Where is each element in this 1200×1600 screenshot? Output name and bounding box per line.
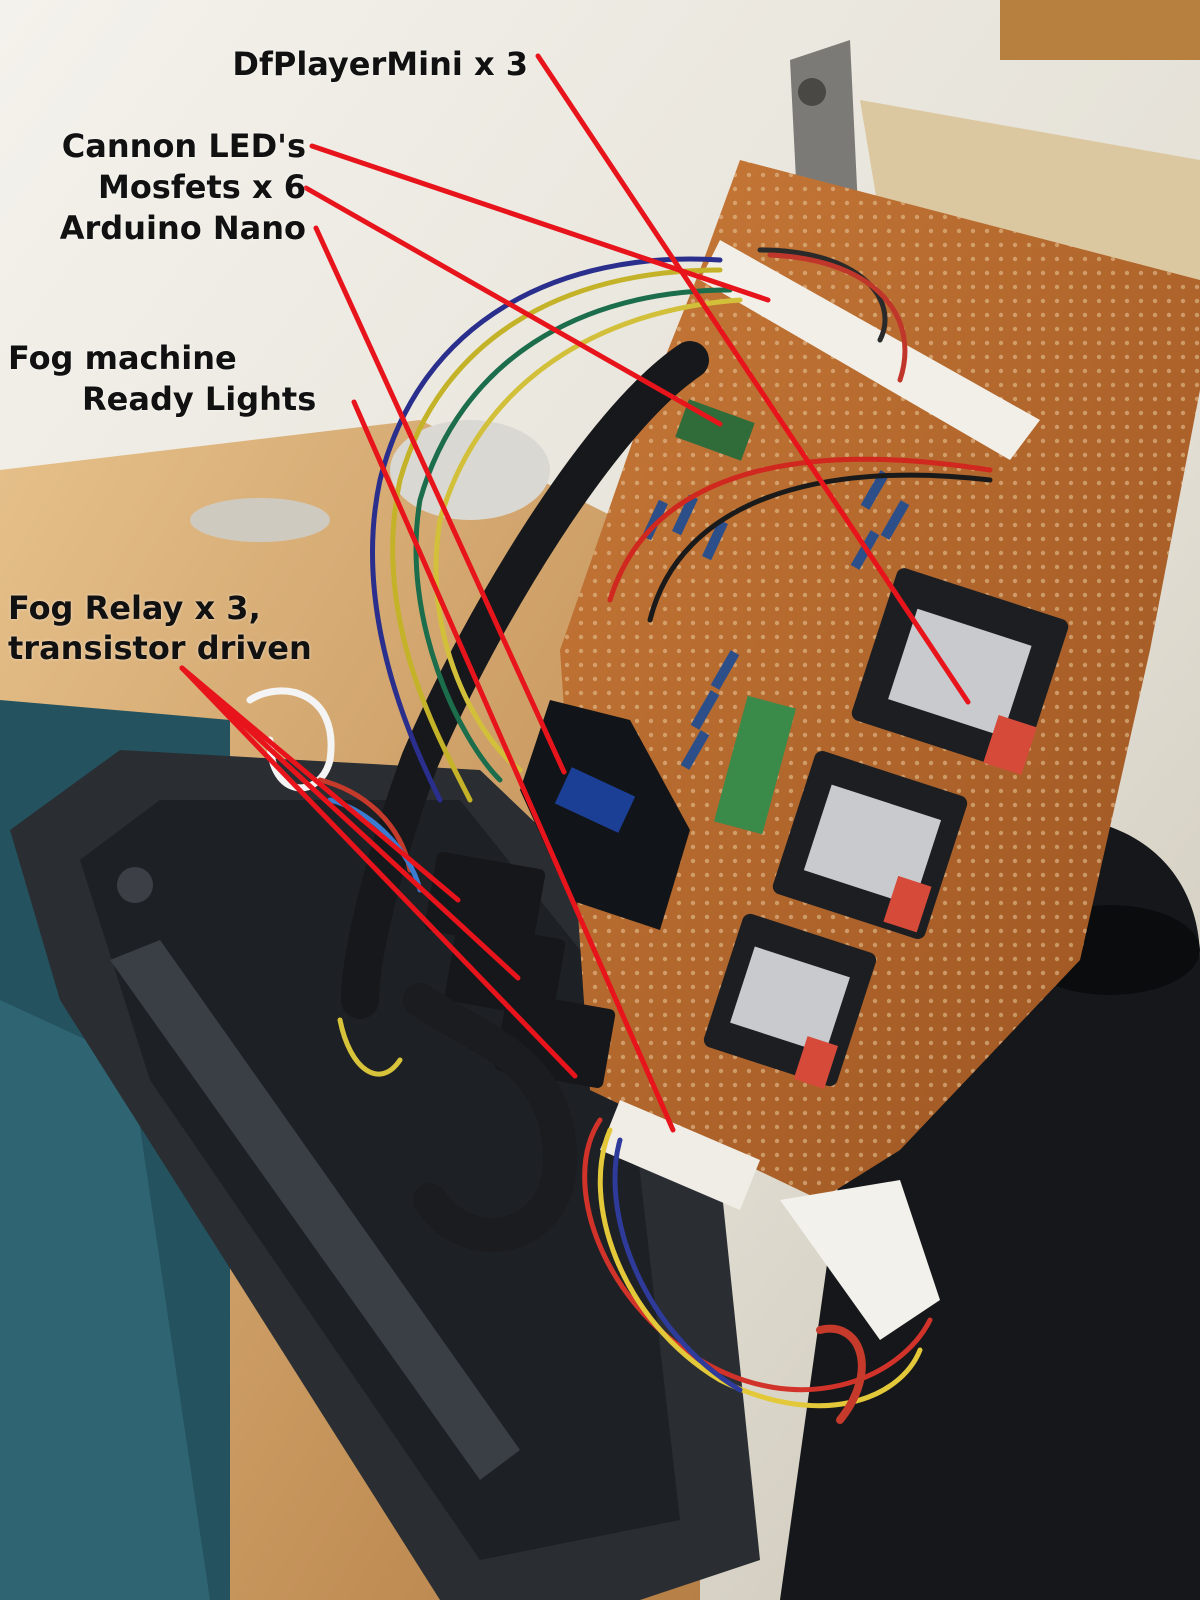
leader-line-fog-relay-3	[179, 665, 578, 1079]
mosfet-header	[675, 399, 755, 461]
leader-lines	[179, 53, 971, 1133]
leader-line-cannon-leds	[309, 143, 771, 303]
braided-sleeve-coil	[403, 983, 578, 1252]
annotation-fog-relay: Fog Relay x 3,	[8, 589, 261, 627]
leader-line-mosfets	[303, 185, 723, 427]
connector-right-bottom	[780, 1180, 940, 1340]
leader-line-fog-relay-2	[179, 665, 521, 981]
annotation-fog-machine: Fog machine	[8, 339, 237, 377]
resistors	[642, 470, 910, 770]
leader-line-fog-ready	[351, 399, 676, 1133]
annotation-ready-lights: Ready Lights	[82, 380, 317, 418]
dfplayer-module-2	[772, 751, 968, 939]
leader-line-dfplayer	[535, 53, 971, 705]
dfplayer-module-3	[703, 913, 877, 1089]
desk-speaker	[390, 420, 550, 520]
annotation-arduino-nano: Arduino Nano	[59, 209, 306, 247]
leader-line-fog-relay-1	[179, 665, 461, 903]
dfplayer-module-1	[851, 568, 1069, 775]
connector-bottom	[600, 1100, 760, 1210]
annotation-transistor-driven: transistor driven	[8, 629, 312, 667]
braided-sleeve	[341, 341, 709, 1019]
wooden-shelf	[1000, 0, 1200, 60]
green-header-strip	[714, 695, 796, 835]
desk-parts	[190, 498, 330, 542]
connector-top	[700, 240, 1040, 460]
arduino-blue-pcb	[554, 767, 636, 833]
cutting-mat-lower	[0, 1000, 210, 1600]
annotation-dfplayer: DfPlayerMini x 3	[232, 45, 528, 83]
annotation-mosfets: Mosfets x 6	[97, 168, 306, 206]
enclosure-rim	[110, 940, 520, 1480]
lamp-base	[780, 816, 1200, 1600]
leader-line-arduino-nano	[313, 225, 567, 775]
annotation-cannon-leds: Cannon LED's	[61, 127, 306, 165]
enclosure-screw	[117, 867, 153, 903]
bracket-screw	[798, 78, 826, 106]
